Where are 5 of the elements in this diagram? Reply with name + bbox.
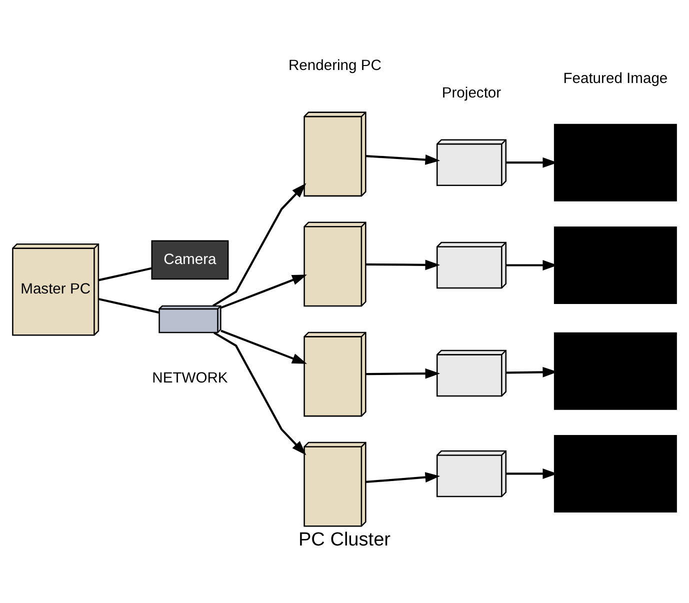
label: Projector <box>442 86 502 102</box>
label: Rendering PC <box>288 58 382 74</box>
label: NETWORK <box>152 370 228 386</box>
label: Featured Image <box>563 70 668 87</box>
caption: PC Cluster <box>298 530 391 551</box>
